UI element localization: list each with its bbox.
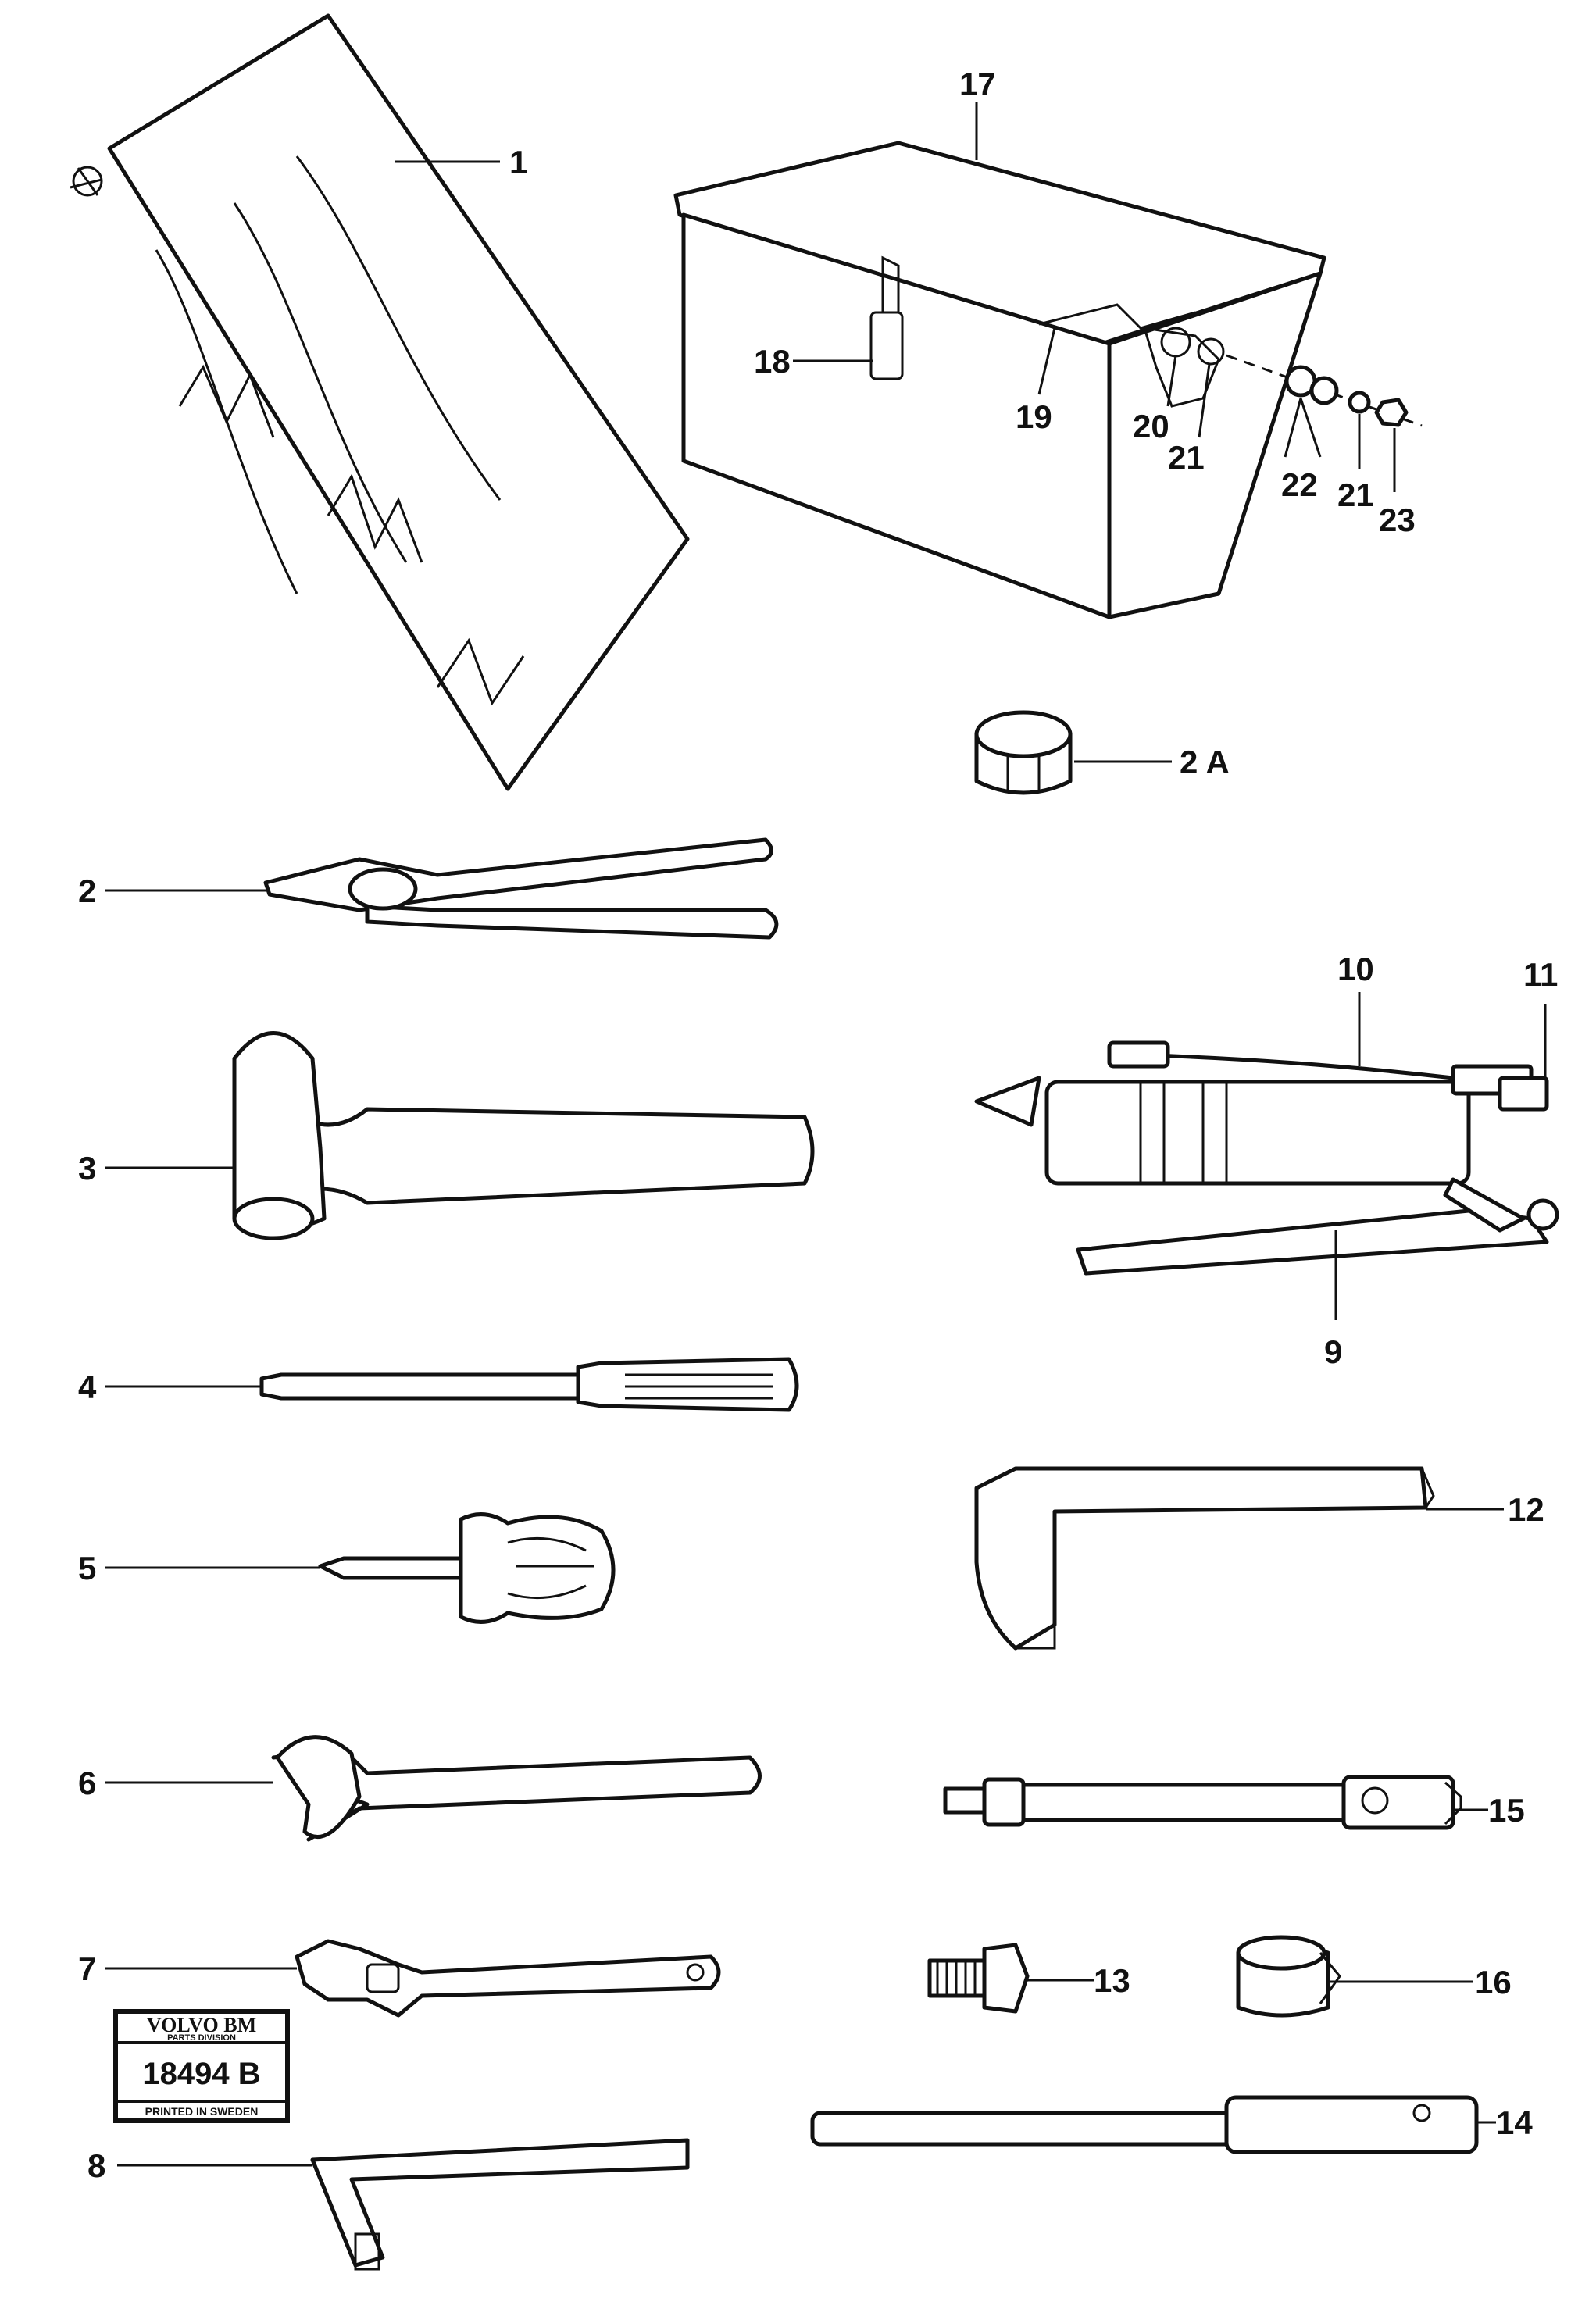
open-end-wrench-drawing — [271, 1735, 762, 1842]
label-22: 22 — [1281, 466, 1318, 503]
socket-extension-drawing — [943, 1775, 1462, 1830]
label-10: 10 — [1337, 951, 1374, 987]
label-18: 18 — [754, 343, 791, 380]
nut-drawing — [1374, 398, 1409, 427]
label-3: 3 — [78, 1150, 96, 1187]
label-4: 4 — [78, 1369, 97, 1405]
tommy-bar-drawing — [810, 2095, 1479, 2154]
screwdriver-drawing — [259, 1357, 799, 1412]
label-17: 17 — [959, 66, 996, 102]
tool-bag-drawing — [70, 13, 690, 791]
short-screwdriver-drawing — [318, 1512, 616, 1624]
bushing-drawing — [1284, 365, 1339, 405]
label-2a: 2 A — [1180, 744, 1230, 780]
label-11: 11 — [1523, 956, 1558, 993]
cap-drawing — [974, 710, 1073, 795]
tool-box-drawing — [673, 141, 1326, 619]
label-14: 14 — [1496, 2104, 1533, 2141]
label-12: 12 — [1508, 1491, 1544, 1528]
label-6: 6 — [78, 1765, 96, 1801]
label-8: 8 — [87, 2147, 105, 2184]
label-19: 19 — [1016, 398, 1052, 435]
pliers-drawing — [263, 837, 779, 940]
label-23: 23 — [1379, 501, 1416, 538]
l-key-drawing — [310, 2138, 690, 2271]
label-15: 15 — [1488, 1792, 1525, 1829]
label-5: 5 — [78, 1550, 96, 1586]
label-20: 20 — [1133, 408, 1169, 444]
hex-key-drawing — [974, 1466, 1435, 1651]
plate-printed: PRINTED IN SWEDEN — [145, 2105, 259, 2118]
socket-drawing — [1236, 1935, 1341, 2018]
parts-division-plate: VOLVO BM PARTS DIVISION 18494 B PRINTED … — [113, 2009, 290, 2123]
plate-division: PARTS DIVISION — [167, 2033, 236, 2043]
label-9: 9 — [1324, 1333, 1342, 1370]
adapter-drawing — [927, 1943, 1030, 2014]
plate-brand: VOLVO BM — [147, 2014, 256, 2036]
plate-number: 18494 B — [142, 2057, 260, 2091]
adjustable-wrench-drawing — [295, 1939, 721, 2018]
label-1: 1 — [509, 144, 527, 180]
label-21a: 21 — [1168, 439, 1205, 476]
label-21b: 21 — [1337, 476, 1374, 513]
label-13: 13 — [1094, 1962, 1130, 1999]
washer-drawing — [1348, 391, 1371, 414]
hammer-drawing — [232, 1031, 815, 1240]
label-7: 7 — [78, 1950, 96, 1987]
grease-gun-drawing — [974, 1040, 1559, 1276]
label-2: 2 — [78, 873, 96, 909]
label-16: 16 — [1475, 1964, 1512, 2000]
